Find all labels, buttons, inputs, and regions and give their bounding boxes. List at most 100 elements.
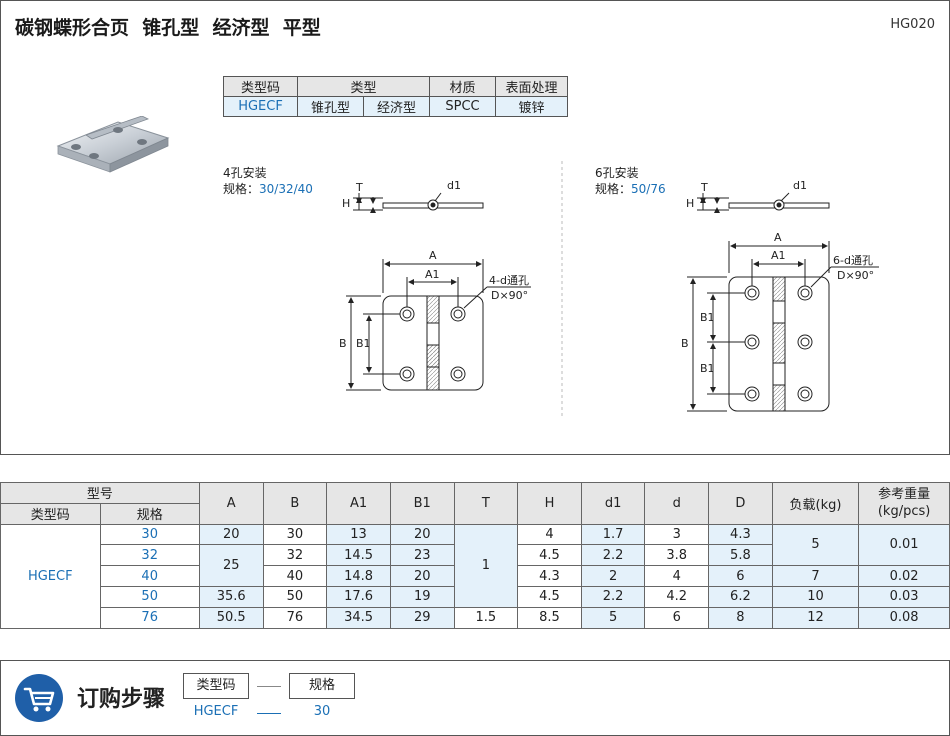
right-drawing-title: 6孔安装: [595, 165, 639, 180]
dd-cell: 6: [708, 565, 773, 587]
load-cell: 7: [771, 565, 860, 587]
right-a-label: A: [774, 231, 782, 244]
col-h-header: H: [517, 482, 582, 525]
step-value-connector: [257, 713, 281, 714]
load-cell: 12: [771, 606, 860, 629]
right-side-view: [697, 192, 830, 213]
left-a1-label: A1: [425, 268, 440, 281]
col-weight-header: 参考重量 (kg/pcs): [858, 482, 950, 525]
step-spec-value: 30: [313, 704, 331, 719]
b1-cell: 19: [389, 585, 455, 608]
left-top-view: [346, 259, 531, 391]
spec-cell: 40: [99, 565, 200, 587]
weight-cell: 0.02: [858, 565, 950, 587]
type-value-2: 经济型: [363, 96, 430, 117]
left-spec-label: 规格：30/32/40: [223, 181, 313, 196]
right-b1-label: B1: [700, 311, 715, 324]
product-code: HG020: [890, 17, 935, 32]
a-cell: 20: [198, 523, 264, 546]
a-cell: 35.6: [198, 585, 264, 608]
col-dd-header: D: [708, 482, 773, 525]
left-drawing-title: 4孔安装: [223, 165, 267, 180]
h-cell: 8.5: [517, 606, 582, 629]
col-b1-header: B1: [389, 482, 455, 525]
step-type-code-value: HGECF: [193, 704, 239, 719]
left-hole-label: 4-d通孔: [489, 274, 529, 287]
right-t-label: T: [700, 181, 708, 194]
a1-cell: 13: [326, 523, 391, 546]
dd-cell: 4.3: [708, 523, 773, 546]
step-spec-box: 规格: [289, 673, 355, 699]
a1-cell: 14.8: [326, 565, 391, 587]
col-a1-header: A1: [326, 482, 391, 525]
left-h-label: H: [342, 197, 350, 210]
t-cell: 1.5: [453, 606, 519, 629]
surface-value: 镀锌: [495, 96, 568, 117]
weight-cell: 0.01: [858, 523, 950, 567]
col-a-header: A: [198, 482, 264, 525]
spec-cell: 50: [99, 585, 200, 608]
table-row: 50 35.6 50 17.6 19 4.5 2.2 4.2 6.2 10 0.…: [1, 585, 950, 608]
b-cell: 76: [262, 606, 328, 629]
b1-cell: 20: [389, 565, 455, 587]
d-cell: 6: [644, 606, 710, 629]
h-cell: 4: [517, 523, 582, 546]
spec-subheader: 规格: [99, 502, 200, 525]
d-cell: 4.2: [644, 585, 710, 608]
t-cell: 1: [453, 523, 519, 608]
a-cell: 50.5: [198, 606, 264, 629]
step-type-code-box: 类型码: [183, 673, 249, 699]
surface-header: 表面处理: [495, 76, 568, 97]
a1-cell: 14.5: [326, 544, 391, 567]
dd-cell: 6.2: [708, 585, 773, 608]
type-header: 类型: [297, 76, 430, 97]
b1-cell: 29: [389, 606, 455, 629]
product-panel: 碳钢蝶形合页 锥孔型 经济型 平型 HG020 类型码 类型 材质 表面处理 H…: [0, 0, 950, 455]
col-load-header: 负载(kg): [771, 482, 860, 525]
weight-cell: 0.03: [858, 585, 950, 608]
type-code-cell: HGECF: [0, 523, 101, 629]
step-connector: [257, 686, 281, 687]
d1-cell: 2.2: [580, 544, 646, 567]
d1-cell: 2: [580, 565, 646, 587]
type-code-header: 类型码: [223, 76, 298, 97]
h-cell: 4.5: [517, 544, 582, 567]
b-cell: 50: [262, 585, 328, 608]
col-b-header: B: [262, 482, 328, 525]
page-title: 碳钢蝶形合页 锥孔型 经济型 平型: [15, 17, 321, 39]
right-b-label: B: [681, 337, 689, 350]
spec-cell: 32: [99, 544, 200, 567]
left-countersink-label: D×90°: [491, 289, 528, 302]
order-steps-title: 订购步骤: [77, 687, 166, 712]
right-countersink-label: D×90°: [837, 269, 874, 282]
type-code-value: HGECF: [223, 96, 298, 117]
dd-cell: 8: [708, 606, 773, 629]
weight-cell: 0.08: [858, 606, 950, 629]
type-table: 类型码 类型 材质 表面处理 HGECF 锥孔型 经济型 SPCC 镀锌: [223, 76, 568, 117]
table-row: 76 50.5 76 34.5 29 1.5 8.5 5 6 8 12 0.08: [1, 606, 950, 629]
hinge-product-image: [56, 116, 170, 173]
b-cell: 40: [262, 565, 328, 587]
spec-cell: 76: [99, 606, 200, 629]
left-t-label: T: [355, 181, 363, 194]
spec-table: 型号 A B A1 B1 T H d1 d D 负载(kg) 参考重量 (kg/…: [0, 482, 950, 629]
b-cell: 30: [262, 523, 328, 546]
a-cell: 25: [198, 544, 264, 587]
cart-icon: [15, 674, 63, 722]
material-value: SPCC: [429, 96, 496, 117]
d1-cell: 2.2: [580, 585, 646, 608]
table-row: HGECF 30 20 30 13 20 1 4 1.7 3 4.3 5 0.0…: [0, 523, 950, 629]
left-d1-label: d1: [447, 179, 461, 192]
right-h-label: H: [686, 197, 694, 210]
left-b-label: B: [339, 337, 347, 350]
d1-cell: 1.7: [580, 523, 646, 546]
left-side-view: [353, 192, 484, 213]
load-cell: 10: [771, 585, 860, 608]
dd-cell: 5.8: [708, 544, 773, 567]
b1-cell: 23: [389, 544, 455, 567]
h-cell: 4.5: [517, 585, 582, 608]
right-b1b-label: B1: [700, 362, 715, 375]
technical-drawing: 4孔安装 规格：30/32/40 T H d1: [223, 161, 879, 416]
col-t-header: T: [453, 482, 519, 525]
left-a-label: A: [429, 249, 437, 262]
